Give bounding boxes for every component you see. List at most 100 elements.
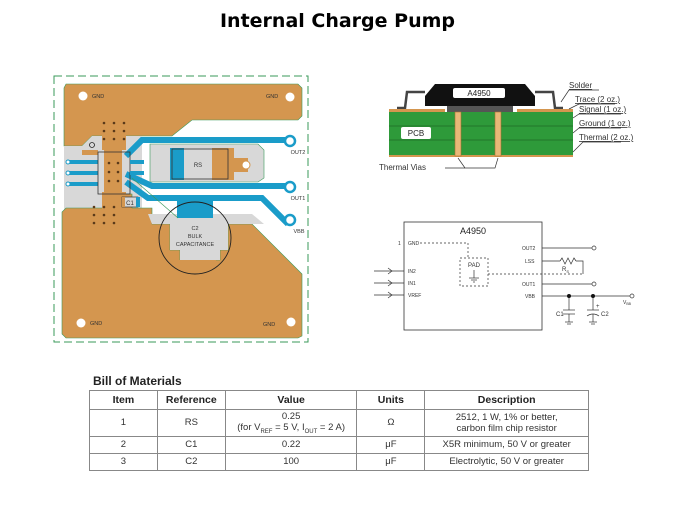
cell-reference: C1 (156, 435, 226, 454)
pcb-label: PCB (408, 129, 424, 138)
callout-ground: Ground (1 oz.) (579, 119, 631, 128)
thermal-via (494, 111, 502, 157)
cell-reference: C2 (156, 452, 226, 471)
junction-dot (591, 294, 595, 298)
pad-ground-icon (469, 270, 479, 283)
pcb-layout-diagram: RS C1 C2 BULK CAPACITANCE OUT2 OUT1 (53, 75, 309, 343)
gnd-label: GND (263, 322, 275, 328)
rs-left-pad (170, 148, 184, 180)
cell-value: 100 (224, 452, 358, 471)
cell-item: 2 (89, 435, 158, 454)
cell-item: 3 (89, 452, 158, 471)
cell-item: 1 (89, 409, 158, 437)
gnd-label: GND (90, 321, 102, 327)
ic-thermal-pad-top (102, 120, 126, 150)
pad-label: PAD (468, 263, 481, 269)
pin-vbb: VBB (525, 294, 536, 300)
header-value: Value (224, 390, 358, 410)
ic-thermal-pad (104, 148, 122, 192)
thermal-via-array (92, 121, 126, 225)
thermal-via (454, 111, 462, 157)
rs-outline (171, 148, 229, 180)
thermal-vias-label: Thermal Vias (379, 163, 426, 172)
c2-label: C2 (601, 312, 609, 318)
cell-units: μF (356, 452, 426, 471)
cell-reference: RS (156, 409, 226, 437)
gnd-label: GND (266, 94, 278, 100)
vbb-terminal (283, 213, 297, 227)
cross-section-diagram: A4950 PCB Thermal Vias Solder Trace (2 o… (379, 81, 634, 172)
callout-trace: Trace (2 oz.) (575, 95, 620, 104)
gnd-label: GND (92, 94, 104, 100)
table-row: 1 RS 0.25 (for VREF = 5 V, IOUT = 2 A) Ω… (89, 409, 589, 437)
pad-box (459, 257, 489, 287)
out2-terminal (283, 134, 297, 148)
mounting-hole (286, 317, 296, 327)
pcb-label-bg (401, 127, 431, 139)
header-description: Description (424, 390, 589, 410)
c2-pad-area (148, 214, 264, 260)
c1-label: C1 (556, 312, 564, 318)
junction-dot (567, 294, 571, 298)
value-main: 0.25 (281, 411, 301, 422)
ic-left-tab (82, 150, 98, 155)
out1-label: OUT1 (291, 196, 306, 202)
rs-label: RS (194, 163, 202, 169)
mounting-hole (78, 91, 88, 101)
mounting-hole (285, 92, 295, 102)
value-note: (for VREF = 5 V, IOUT = 2 A) (237, 422, 346, 435)
pin-in1: IN1 (408, 281, 416, 287)
header-reference: Reference (156, 390, 226, 410)
pin-vref: VREF (408, 293, 421, 299)
ic-pin (130, 171, 144, 175)
pin1-marker (89, 142, 95, 148)
c2-bottom-pad (178, 260, 216, 280)
bom-table: Item Reference Value Units Description 1… (89, 390, 589, 471)
trace-left (389, 109, 445, 112)
ic-pin (68, 171, 98, 175)
gnd-pad-line (420, 242, 469, 258)
package-base (447, 106, 513, 112)
lead-right (535, 90, 563, 110)
mounting-hole (76, 318, 86, 328)
ic-pin (68, 182, 98, 186)
pin-gnd: GND (408, 241, 420, 247)
out2-terminal (591, 245, 597, 251)
c2-label-2: BULK (188, 234, 203, 240)
pin-in2: IN2 (408, 269, 416, 275)
pin1-label: 1 (398, 241, 401, 247)
out1-terminal (283, 180, 297, 194)
out1-terminal (591, 281, 597, 287)
cell-units: μF (356, 435, 426, 454)
header-units: Units (356, 390, 426, 410)
trace-out1 (124, 171, 288, 189)
rs-right-pad (212, 148, 234, 180)
cell-value: 0.22 (224, 435, 358, 454)
trace-vbb (124, 179, 291, 227)
cell-value: 0.25 (for VREF = 5 V, IOUT = 2 A) (224, 409, 358, 437)
pin-via (65, 159, 71, 165)
bom-header-row: Item Reference Value Units Description (89, 390, 589, 410)
ic-pin (130, 160, 144, 164)
rs-tab-hole (241, 160, 251, 170)
board-outline (53, 75, 309, 343)
pin-out1: OUT1 (522, 282, 536, 288)
trace-right (517, 109, 573, 112)
table-row: 2 C1 0.22 μF X5R minimum, 50 V or greate… (89, 435, 589, 454)
c2-top-pad (177, 200, 213, 218)
cell-description: Electrolytic, 50 V or greater (424, 452, 589, 471)
c1-pad-right (136, 197, 140, 207)
out2-label: OUT2 (291, 150, 306, 156)
header-item: Item (89, 390, 158, 410)
rs-label: RS (562, 267, 569, 274)
package-label: A4950 (467, 89, 491, 98)
c2-polarity: + (596, 304, 600, 310)
chip-label: A4950 (460, 226, 486, 236)
output-wires (542, 247, 630, 325)
chip-outline (403, 221, 543, 331)
callout-leaders (560, 89, 621, 153)
c2-label-3: CAPACITANCE (176, 242, 215, 248)
thermal-vias-leader (457, 157, 499, 169)
c2-outline (158, 201, 232, 275)
trace-out2 (123, 137, 288, 159)
